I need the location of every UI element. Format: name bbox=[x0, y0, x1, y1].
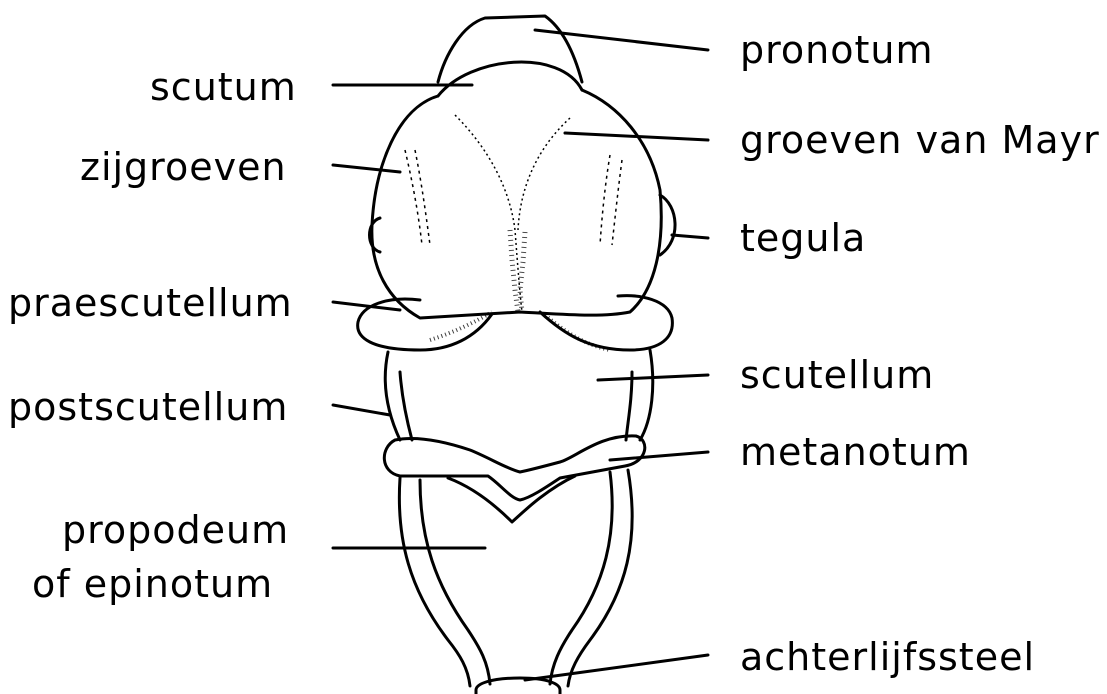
petiole-shape bbox=[476, 678, 560, 694]
leader-tegula bbox=[672, 235, 708, 238]
pronotum-shape bbox=[438, 16, 582, 82]
leader-pronotum bbox=[535, 30, 708, 50]
metanotum-shape bbox=[384, 436, 644, 500]
label-zijgroeven: zijgroeven bbox=[80, 145, 287, 189]
label-achterlijfssteel: achterlijfssteel bbox=[740, 635, 1035, 679]
scutellum-inner-right bbox=[626, 372, 632, 440]
label-praescutellum: praescutellum bbox=[8, 281, 293, 325]
propodeum-notch bbox=[448, 476, 575, 522]
scutellum-wing-shape bbox=[540, 296, 672, 350]
pronotum-inner bbox=[438, 62, 582, 96]
label-tegula: tegula bbox=[740, 216, 866, 260]
mayr-grooves bbox=[455, 115, 570, 312]
label-postscutellum: postscutellum bbox=[8, 385, 288, 429]
propodeum-left-outer bbox=[399, 478, 470, 686]
propodeum-left-inner bbox=[420, 480, 490, 684]
label-groeven-van-mayr: groeven van Mayr bbox=[740, 118, 1100, 162]
groove-stipple bbox=[510, 230, 525, 312]
label-propodeum-line1: propodeum bbox=[62, 508, 289, 552]
scutellum-inner-left bbox=[400, 372, 412, 440]
label-pronotum: pronotum bbox=[740, 28, 934, 72]
leader-postscutellum bbox=[333, 405, 390, 415]
scutellum-shape bbox=[385, 352, 400, 440]
label-scutellum: scutellum bbox=[740, 353, 934, 397]
side-grooves bbox=[405, 150, 622, 245]
scutellum-right-edge bbox=[640, 350, 653, 440]
scutum-shape bbox=[372, 90, 661, 318]
label-scutum: scutum bbox=[150, 65, 297, 109]
label-metanotum: metanotum bbox=[740, 430, 971, 474]
leader-zijgroeven bbox=[333, 165, 400, 172]
label-propodeum-line2: of epinotum bbox=[32, 562, 273, 606]
leader-metanotum bbox=[610, 452, 708, 460]
